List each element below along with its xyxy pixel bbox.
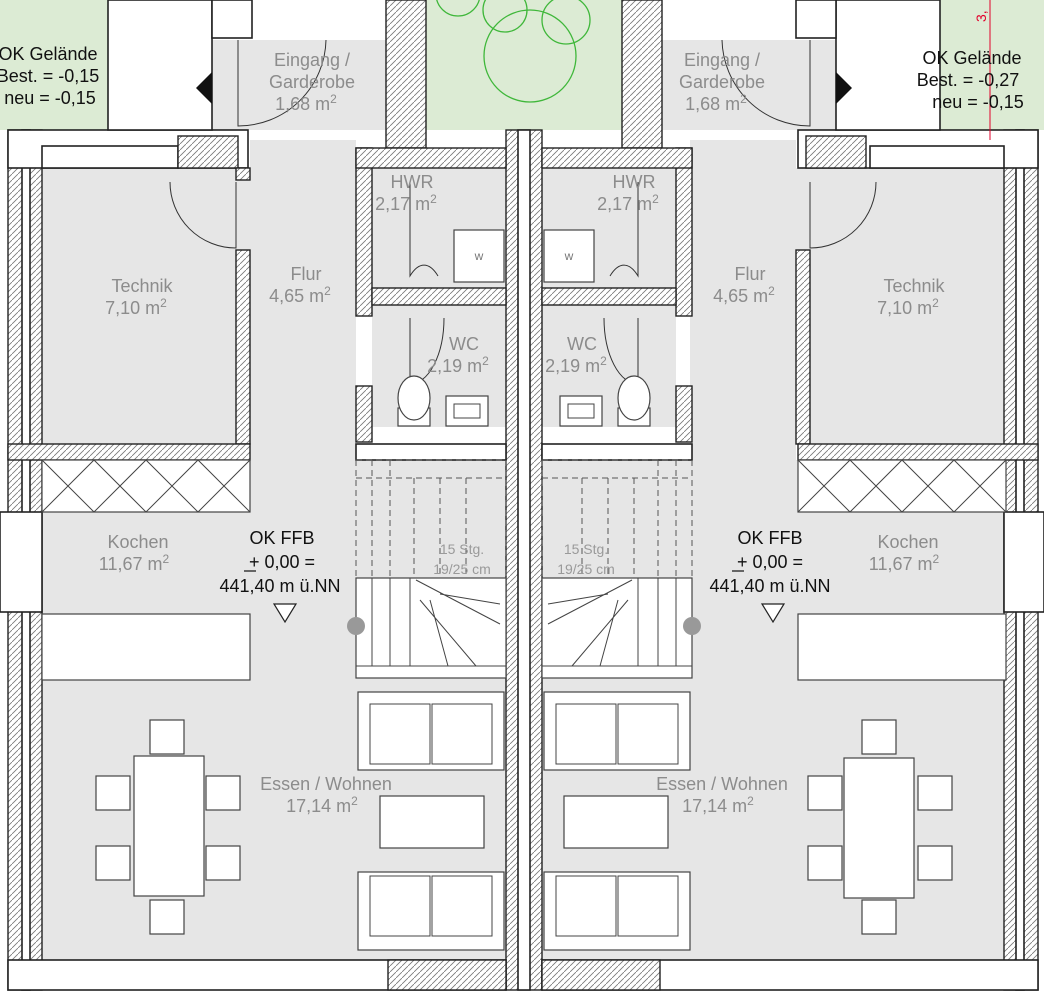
level-right-line2: + 0,00 = [737, 552, 803, 572]
kitchen-cabinets-left [41, 459, 251, 513]
dining-table-left [95, 719, 241, 935]
terrain-right-line1: OK Gelände [922, 48, 1021, 68]
entrance-arrow-right [836, 72, 852, 104]
room-area-kochen-right: 11,67 m2 [869, 552, 940, 574]
terrain-right-line3: neu = -0,15 [932, 92, 1024, 112]
entrance-arrow-left [196, 72, 212, 104]
sofa-top-right [543, 691, 691, 771]
dining-table-right [807, 719, 953, 935]
door-hwr-right [609, 182, 639, 278]
sink-left [445, 395, 489, 427]
room-label-wohnen-left: Essen / Wohnen [260, 774, 392, 794]
room-area-wohnen-left: 17,14 m2 [286, 794, 358, 816]
floor-eingang-left [210, 40, 386, 130]
kitchen-island-left [41, 613, 251, 681]
level-left-line3: 441,40 m ü.NN [219, 576, 340, 596]
sofa-top-left [357, 691, 505, 771]
room-label-hwr-left: HWR [391, 172, 434, 192]
door-entrance-left [237, 39, 327, 127]
terrain-left-line1: OK Gelände [0, 44, 98, 64]
coffee-table-left [379, 795, 485, 849]
room-label-technik-left: Technik [111, 276, 173, 296]
level-left-line2: + 0,00 = [249, 552, 315, 572]
floor-flur-right [690, 140, 796, 460]
room-label-wc-right: WC [567, 334, 597, 354]
garden-right [940, 0, 1044, 130]
sink-right [559, 395, 603, 427]
room-area-wc-left: 2,19 m2 [427, 354, 489, 376]
door-hwr-left [409, 182, 439, 278]
stairs-steps-left: 15 Stg. [440, 541, 484, 557]
terrain-left-line3: neu = -0,15 [4, 88, 96, 108]
room-area-flur-left: 4,65 m2 [269, 284, 331, 306]
room-label-wc-left: WC [449, 334, 479, 354]
floor-eingang-right [662, 40, 838, 130]
window-right [1003, 511, 1044, 613]
door-technik-left [169, 181, 237, 249]
floor-technik-right [794, 168, 1004, 444]
room-label-flur-right: Flur [735, 264, 766, 284]
stairs-steps-right: 15 Stg. [564, 541, 608, 557]
sofa-bottom-right [543, 871, 691, 951]
level-marker-left [272, 603, 298, 624]
washing-machine-left [453, 229, 505, 283]
floor-flur-left [250, 140, 356, 460]
staircase-left [347, 459, 507, 679]
room-label-kochen-right: Kochen [877, 532, 938, 552]
washer-label-right: w [564, 249, 574, 263]
room-area-eingang-left: 1,68 m2 [275, 92, 337, 114]
room-area-wc-right: 2,19 m2 [545, 354, 607, 376]
toilet-left [397, 375, 431, 427]
level-marker-right [760, 603, 786, 624]
room-label-hwr-right: HWR [613, 172, 656, 192]
room-area-kochen-left: 11,67 m2 [99, 552, 170, 574]
room-label-technik-right: Technik [883, 276, 945, 296]
toilet-right [617, 375, 651, 427]
room-area-wohnen-right: 17,14 m2 [682, 794, 754, 816]
level-right-line1: OK FFB [737, 528, 802, 548]
room-label-garderobe-left: Garderobe [269, 72, 355, 92]
room-area-eingang-right: 1,68 m2 [685, 92, 747, 114]
wall-kitchen-right [797, 443, 1039, 461]
room-area-flur-right: 4,65 m2 [713, 284, 775, 306]
kitchen-cabinets-right [797, 459, 1007, 513]
staircase-right [541, 459, 701, 679]
door-technik-right [809, 181, 877, 249]
room-label-flur-left: Flur [291, 264, 322, 284]
room-label-eingang-left: Eingang / [274, 50, 350, 70]
room-label-eingang-right: Eingang / [684, 50, 760, 70]
room-area-hwr-right: 2,17 m2 [597, 192, 659, 214]
coffee-table-right [563, 795, 669, 849]
stairs-ratio-left: 19/25 cm [433, 561, 491, 577]
kitchen-island-right [797, 613, 1007, 681]
entrance-wall-left [107, 0, 213, 131]
level-left-line1: OK FFB [249, 528, 314, 548]
washer-label-left: w [474, 249, 484, 263]
level-right-line3: 441,40 m ü.NN [709, 576, 830, 596]
wall-kitchen-left [7, 443, 251, 461]
garden-center [426, 0, 622, 130]
garden-left [0, 0, 108, 130]
room-area-technik-left: 7,10 m2 [105, 296, 167, 318]
room-area-technik-right: 7,10 m2 [877, 296, 939, 318]
dimension-label-top-right: 3, [973, 10, 989, 22]
door-entrance-right [721, 39, 811, 127]
entrance-wall-right [835, 0, 941, 131]
room-label-garderobe-right: Garderobe [679, 72, 765, 92]
terrain-right-line2: Best. = -0,27 [917, 70, 1020, 90]
tree-symbol [436, 0, 591, 103]
sofa-bottom-left [357, 871, 505, 951]
washing-machine-right [543, 229, 595, 283]
window-left [0, 511, 43, 613]
room-area-hwr-left: 2,17 m2 [375, 192, 437, 214]
room-label-kochen-left: Kochen [107, 532, 168, 552]
terrain-left-line2: Best. = -0,15 [0, 66, 99, 86]
floor-technik-left [42, 168, 250, 444]
room-label-wohnen-right: Essen / Wohnen [656, 774, 788, 794]
stairs-ratio-right: 19/25 cm [557, 561, 615, 577]
